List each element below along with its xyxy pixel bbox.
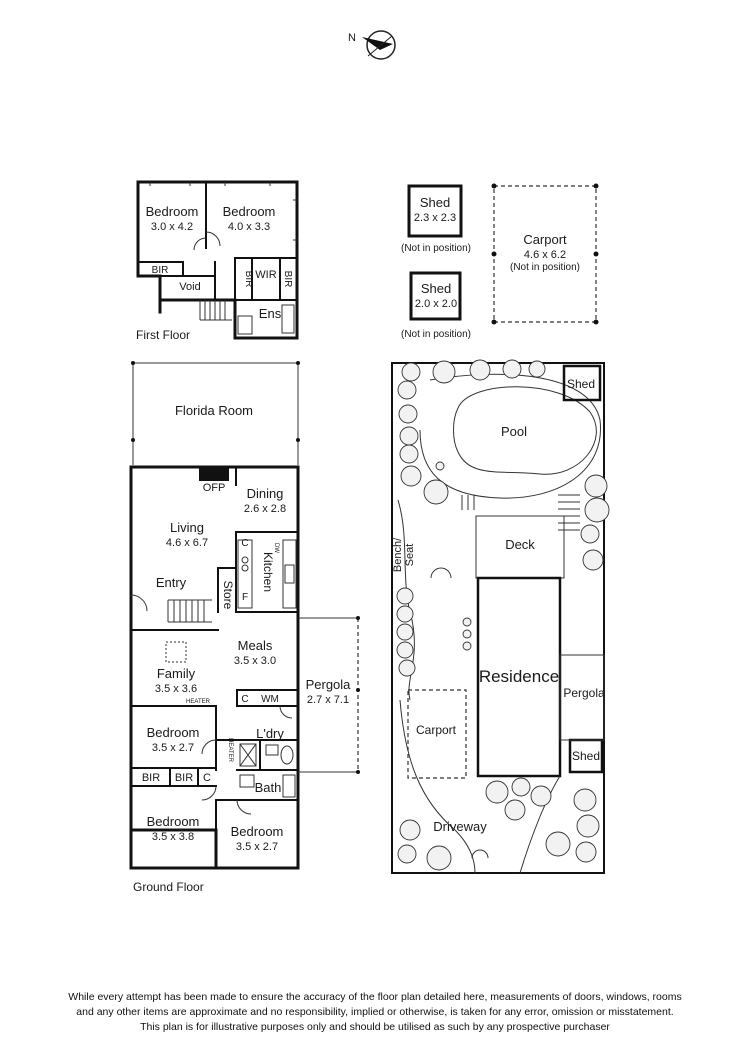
gf-pergola-dim: 2.7 x 7.1	[307, 694, 349, 706]
site-shed-top: Shed	[567, 377, 595, 391]
shed2-name: Shed	[421, 281, 451, 296]
gf-family-dim: 3.5 x 3.6	[155, 683, 197, 695]
shed2-note: (Not in position)	[401, 329, 471, 340]
shed1-name: Shed	[420, 195, 450, 210]
carport-dim: 4.6 x 6.2	[524, 249, 566, 261]
compass-ring	[366, 30, 396, 60]
gf-f: F	[242, 592, 248, 603]
gf-ofp: OFP	[203, 482, 226, 494]
gf-dining-dim: 2.6 x 2.8	[244, 503, 286, 515]
site-driveway: Driveway	[433, 819, 487, 834]
gf-store: Store	[221, 581, 235, 610]
gf-living-dim: 4.6 x 6.7	[166, 537, 208, 549]
ff-bedroom-a-name: Bedroom	[146, 204, 199, 219]
carport-name: Carport	[523, 232, 567, 247]
disclaimer-line-3: This plan is for illustrative purposes o…	[140, 1021, 610, 1033]
gf-living-name: Living	[170, 520, 204, 535]
gf-ldry: L'dry	[256, 726, 284, 741]
disclaimer-line-1: While every attempt has been made to ens…	[68, 991, 682, 1003]
compass: N	[348, 30, 396, 60]
site-pool: Pool	[501, 424, 527, 439]
gf-meals-name: Meals	[238, 638, 273, 653]
disclaimer: While every attempt has been made to ens…	[30, 990, 720, 1035]
site-deck: Deck	[505, 537, 535, 552]
gf-heater-2: HEATER	[227, 738, 233, 763]
gf-dw: DW	[273, 543, 279, 553]
ff-bir-1: BIR	[152, 265, 169, 276]
gf-pergola-name: Pergola	[306, 677, 352, 692]
shed2-dim: 2.0 x 2.0	[415, 298, 457, 310]
gf-florida-room: Florida Room	[175, 403, 253, 418]
ff-bir-3: BIR	[282, 271, 293, 288]
gf-bedroom-3-name: Bedroom	[231, 824, 284, 839]
gf-heater-1: HEATER	[186, 699, 211, 705]
ff-ens: Ens	[259, 306, 282, 321]
ff-bir-2: BIR	[243, 271, 254, 288]
gf-bedroom-2-dim: 3.5 x 3.8	[152, 831, 194, 843]
gf-bir-b: BIR	[175, 772, 193, 784]
gf-bir-a: BIR	[142, 772, 160, 784]
gf-bedroom-2-name: Bedroom	[147, 814, 200, 829]
gf-bedroom-1-name: Bedroom	[147, 725, 200, 740]
outbuildings: Shed 2.3 x 2.3 (Not in position) Shed 2.…	[401, 183, 599, 340]
ff-bedroom-b-name: Bedroom	[223, 204, 276, 219]
site-plan: Shed Pool Bench/Seat Deck Residence Perg…	[391, 359, 610, 874]
gf-c1: C	[241, 538, 248, 549]
ff-void: Void	[179, 281, 200, 293]
ff-bedroom-b-dim: 4.0 x 3.3	[228, 221, 270, 233]
ff-bedroom-a-dim: 3.0 x 4.2	[151, 221, 193, 233]
compass-north-label: N	[348, 32, 356, 44]
gf-meals-dim: 3.5 x 3.0	[234, 655, 276, 667]
shed1-note: (Not in position)	[401, 243, 471, 254]
first-floor-label: First Floor	[136, 328, 190, 342]
site-residence: Residence	[479, 667, 559, 686]
disclaimer-line-2: and any other items are approximate and …	[76, 1006, 674, 1018]
compass-arrow-icon	[362, 37, 393, 50]
ff-wir: WIR	[255, 269, 276, 281]
gf-dining-name: Dining	[247, 486, 284, 501]
gf-c3: C	[203, 772, 211, 784]
site-shed-bottom: Shed	[572, 749, 600, 763]
gf-bath: Bath	[255, 780, 282, 795]
site-pergola: Pergola	[563, 686, 605, 700]
ground-floor-plan: Florida Room	[129, 361, 360, 894]
gf-entry: Entry	[156, 575, 187, 590]
gf-family-name: Family	[157, 666, 196, 681]
gf-bedroom-3-dim: 3.5 x 2.7	[236, 841, 278, 853]
first-floor-plan: Bedroom 3.0 x 4.2 Bedroom 4.0 x 3.3 BIR …	[136, 180, 299, 342]
gf-bedroom-1-dim: 3.5 x 2.7	[152, 742, 194, 754]
site-carport: Carport	[416, 723, 457, 737]
site-trees	[396, 359, 610, 871]
site-bench-seat: Bench/Seat	[392, 537, 416, 572]
shed1-dim: 2.3 x 2.3	[414, 212, 456, 224]
carport-note: (Not in position)	[510, 262, 580, 273]
gf-c2: C	[241, 694, 248, 705]
gf-kitchen: Kitchen	[261, 552, 275, 592]
gf-wm: WM	[261, 694, 279, 705]
ground-floor-label: Ground Floor	[133, 880, 204, 894]
